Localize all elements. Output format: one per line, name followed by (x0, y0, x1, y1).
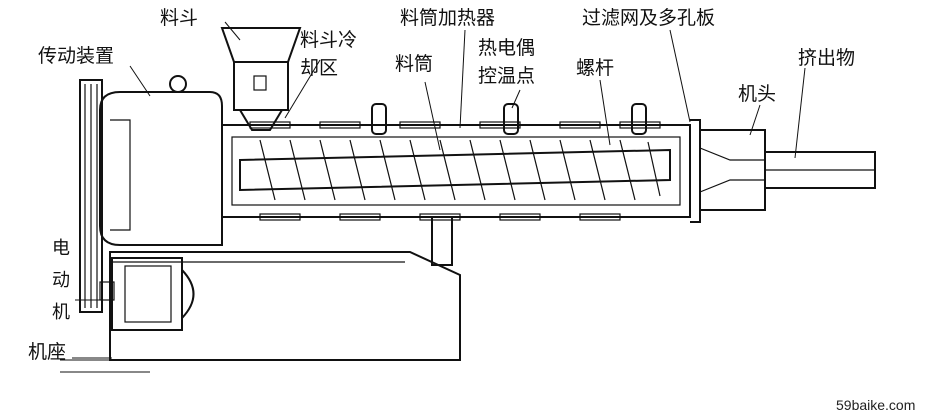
label-transmission: 传动装置 (38, 45, 114, 67)
label-hopper: 料斗 (160, 7, 198, 29)
label-thermocouple-2: 控温点 (478, 65, 535, 87)
label-thermocouple-1: 热电偶 (478, 37, 535, 59)
watermark: 59baike.com (836, 397, 915, 413)
gearbox (99, 75, 223, 246)
label-die: 机头 (738, 83, 776, 105)
motor (99, 257, 195, 331)
label-motor-3: 机 (52, 302, 70, 323)
barrel (221, 121, 691, 266)
label-barrel-heater: 料筒加热器 (400, 7, 495, 29)
die (690, 119, 876, 223)
hopper (220, 27, 302, 131)
screw (239, 139, 671, 201)
belt-drive (79, 79, 103, 313)
label-motor-1: 电 (52, 238, 70, 259)
label-filter: 过滤网及多孔板 (582, 7, 715, 29)
leader-lines (72, 21, 806, 359)
label-barrel: 料筒 (395, 53, 433, 75)
thermocouples (371, 103, 647, 135)
label-screw: 螺杆 (576, 57, 614, 79)
label-motor-2: 动 (52, 270, 70, 291)
label-extrudate: 挤出物 (798, 47, 855, 69)
label-hopper-cooling-2: 却区 (300, 57, 338, 79)
label-hopper-cooling: 料斗冷 (300, 29, 357, 51)
machine-base (60, 251, 461, 373)
label-base: 机座 (28, 341, 66, 363)
